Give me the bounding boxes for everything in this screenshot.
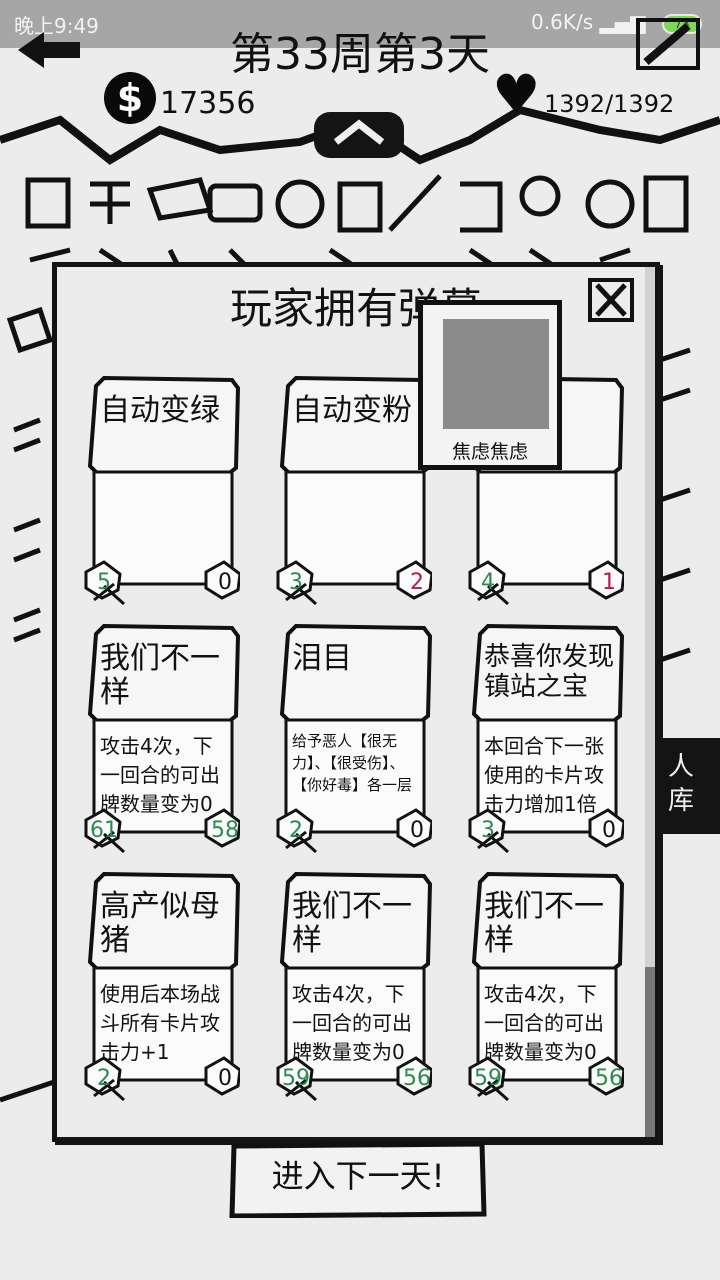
card-description: 给予恶人【很无力】、【很受伤】、【你好毒】各一层 (292, 732, 413, 794)
card-name: 自动变粉 (292, 393, 412, 428)
card-5[interactable]: 泪目给予恶人【很无力】、【很受伤】、【你好毒】各一层 2 0 (276, 624, 432, 856)
card-description: 攻击4次，下一回合的可出牌数量变为0 (292, 982, 412, 1064)
modal-title: 玩家拥有弹幕 (229, 284, 482, 333)
card-1[interactable]: 自动变绿 5 0 (84, 376, 240, 608)
card-cost: 61 (90, 818, 118, 843)
card-name: 我们不一样 (484, 889, 604, 958)
card-name: 自动变绿 (100, 393, 220, 428)
card-cost: 59 (282, 1066, 310, 1091)
side-tab-line1: 人 (668, 752, 695, 782)
card-cost: 2 (289, 818, 303, 843)
heart-icon: ♥ (492, 63, 541, 126)
card-preview-label: 焦虑焦虑 (451, 441, 528, 463)
card-preview-popup: 焦虑焦虑 (418, 300, 562, 470)
hp-value: 1392/1392 (544, 90, 675, 118)
card-attack: 56 (595, 1066, 623, 1091)
money-icon: $ (104, 72, 156, 124)
next-day-label: 进入下一天! (271, 1157, 445, 1195)
back-arrow-icon[interactable] (14, 28, 84, 72)
card-cost: 59 (474, 1066, 502, 1091)
card-cost: 4 (481, 570, 495, 595)
network-speed: 0.6K/s (531, 10, 594, 34)
card-attack: 0 (602, 818, 616, 843)
background-doodles (0, 105, 720, 1103)
expand-chevron-icon[interactable] (314, 112, 404, 158)
card-description: 攻击4次，下一回合的可出牌数量变为0 (100, 734, 220, 816)
next-day-button[interactable]: 进入下一天! (228, 1140, 488, 1218)
card-name: 高产似母猪 (100, 889, 220, 958)
card-preview-image (443, 319, 549, 429)
status-time: 晚上9:49 (14, 14, 99, 38)
card-attack: 56 (403, 1066, 431, 1091)
card-description: 本回合下一张使用的卡片攻击力增加1倍 (484, 734, 604, 816)
card-attack: 2 (410, 570, 424, 595)
status-bar: 晚上9:49 0.6K/s ▂▄▆ 73 (0, 0, 720, 48)
card-attack: 0 (410, 818, 424, 843)
card-name: 恭喜你发现镇站之宝 (484, 642, 615, 702)
money-value: 17356 (160, 86, 256, 121)
card-description: 使用后本场战斗所有卡片攻击力+1 (100, 982, 220, 1064)
card-2[interactable]: 自动变粉 3 2 (276, 376, 432, 608)
card-cost: 3 (481, 818, 495, 843)
page-title: 第33周第3天 (230, 29, 490, 80)
side-tab-card-library[interactable]: 人 库 (660, 738, 720, 834)
card-attack: 0 (218, 570, 232, 595)
card-cost: 5 (97, 570, 111, 595)
scrollbar-thumb[interactable] (645, 967, 655, 1137)
scrollbar-track[interactable] (645, 267, 655, 1137)
card-attack: 58 (211, 818, 239, 843)
card-cost: 2 (97, 1066, 111, 1091)
card-description: 攻击4次，下一回合的可出牌数量变为0 (484, 982, 604, 1064)
edit-pencil-icon[interactable] (636, 18, 700, 70)
card-name: 我们不一样 (292, 889, 412, 958)
card-name: 我们不一样 (100, 641, 220, 710)
card-name: 泪目 (292, 641, 352, 676)
side-tab-line2: 库 (668, 786, 695, 816)
close-icon[interactable] (587, 277, 635, 323)
card-attack: 0 (218, 1066, 232, 1091)
card-cost: 3 (289, 570, 303, 595)
card-attack: 1 (602, 570, 616, 595)
